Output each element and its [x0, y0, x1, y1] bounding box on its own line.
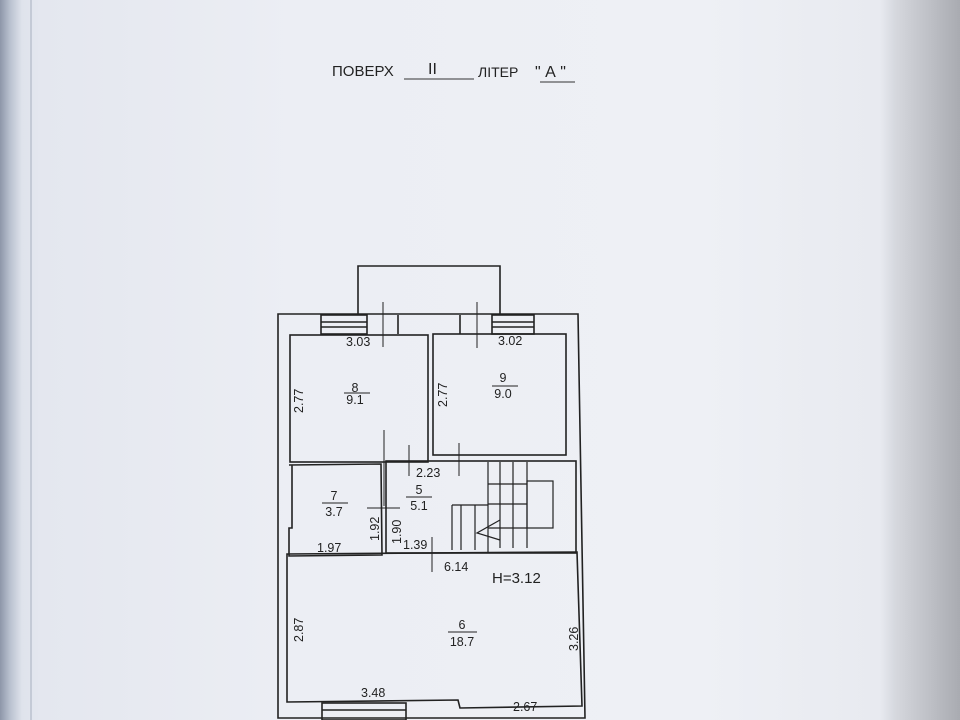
room9-number: 9: [500, 371, 507, 385]
room8-number: 8: [352, 381, 359, 395]
room-6: [286, 551, 583, 709]
room6-number: 6: [459, 618, 466, 632]
letter-value: " А ": [535, 64, 566, 81]
room9-area: 9.0: [494, 387, 511, 401]
window: [491, 314, 535, 335]
floor-value: II: [428, 61, 437, 78]
floor-label: ПОВЕРХ: [332, 63, 394, 80]
dim-room6-depth-right: 3.26: [567, 627, 581, 651]
ceiling-height: H=3.12: [492, 570, 541, 587]
room7-number: 7: [331, 489, 338, 503]
room-8: [289, 334, 429, 463]
outer-wall: [277, 313, 586, 719]
page-edge: [30, 0, 32, 720]
window: [321, 702, 407, 720]
dim-room5-width-top: 2.23: [416, 466, 440, 480]
room7-area: 3.7: [325, 505, 342, 519]
window: [320, 314, 368, 335]
dim-room6-width-bottom-right: 2.67: [513, 700, 537, 714]
adjacent-page: [895, 0, 960, 720]
room-7: [288, 463, 383, 557]
dim-room6-width-bottom-left: 3.48: [361, 686, 385, 700]
room6-area: 18.7: [450, 635, 474, 649]
letter-label: ЛІТЕР: [478, 64, 518, 80]
dim-room8-width: 3.03: [346, 335, 370, 349]
dim-room8-depth: 2.77: [292, 389, 306, 413]
dim-room6-width-top: 6.14: [444, 560, 468, 574]
dim-room9-depth: 2.77: [436, 383, 450, 407]
room5-area: 5.1: [410, 499, 427, 513]
room-9: [432, 333, 567, 456]
room5-number: 5: [416, 483, 423, 497]
dim-room6-depth-left: 2.87: [292, 618, 306, 642]
dim-room5-width-bottom: 1.39: [403, 538, 427, 552]
dim-room9-width: 3.02: [498, 334, 522, 348]
dim-room7-depth: 1.92: [368, 517, 382, 541]
dim-room7-width: 1.97: [317, 541, 341, 555]
staircase: [451, 462, 554, 552]
room8-area: 9.1: [346, 393, 363, 407]
balcony: [357, 265, 501, 314]
dim-room5-depth: 1.90: [390, 520, 404, 544]
